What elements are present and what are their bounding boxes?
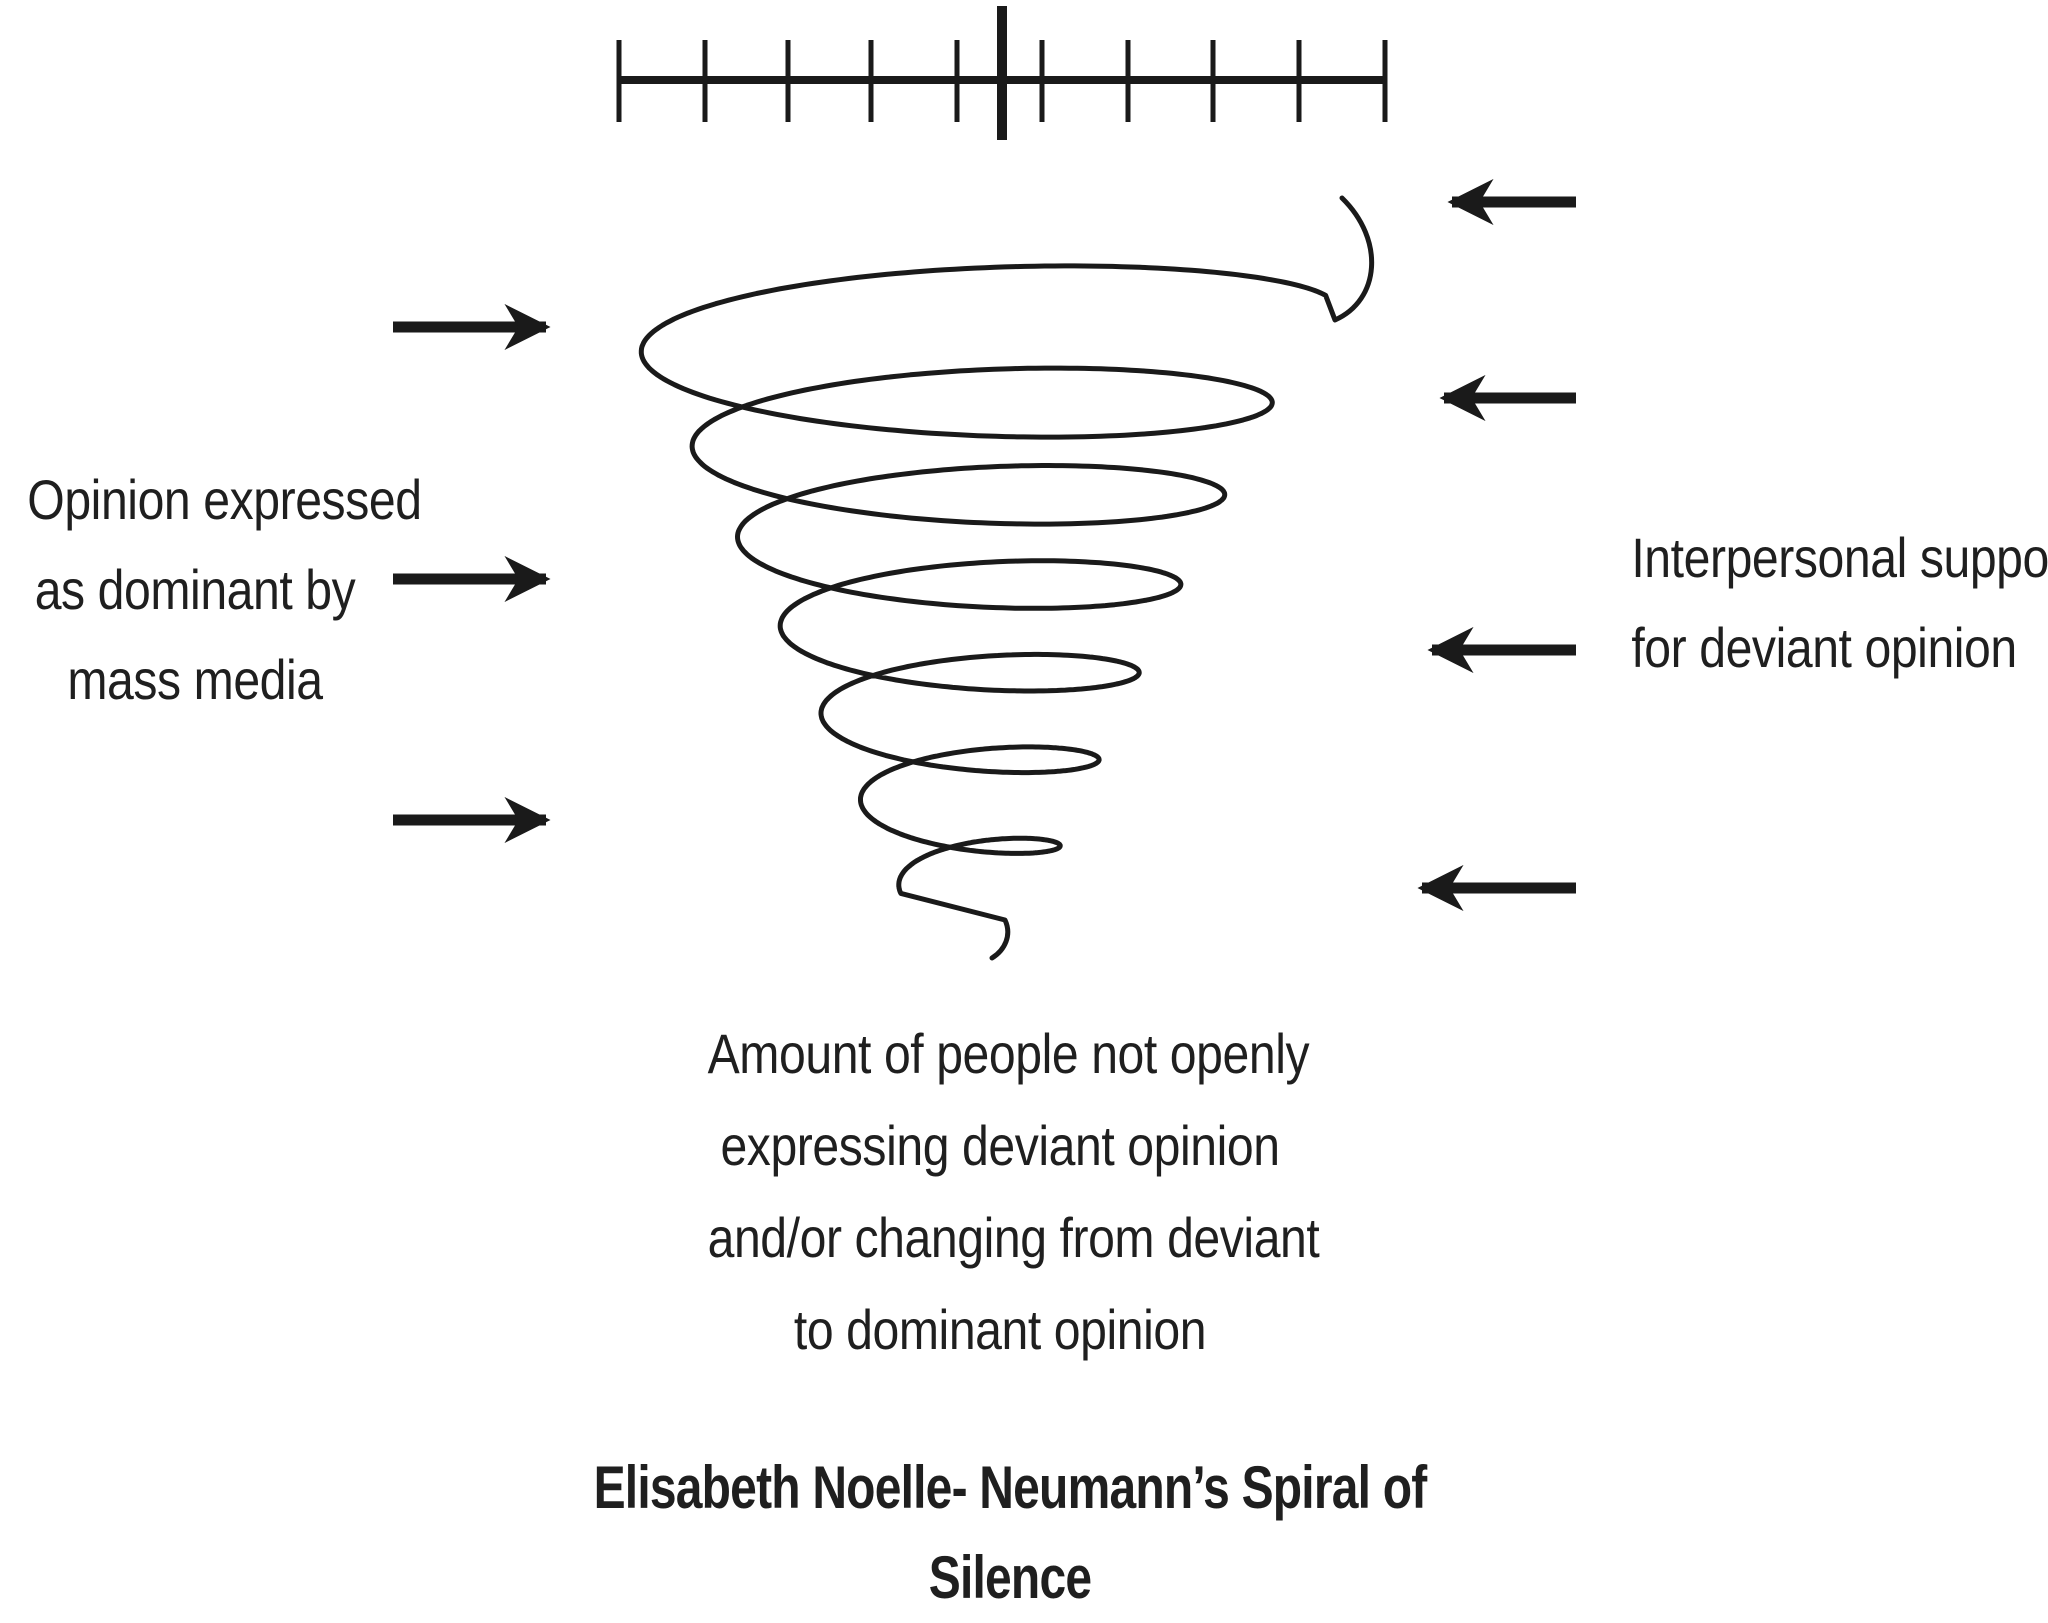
silent-people-label-line: and/or changing from deviant <box>707 1206 1320 1269</box>
diagram-title: Elisabeth Noelle- Neumann’s Spiral of Si… <box>593 1454 1428 1611</box>
silent-people-label-line: to dominant opinion <box>793 1298 1207 1361</box>
interpersonal-support-label: Interpersonal support for deviant opinio… <box>1631 513 2048 693</box>
silent-people-label: Amount of people not openly expressing d… <box>707 1008 1320 1376</box>
mass-media-label-line: Opinion expressed <box>27 468 422 531</box>
interpersonal-support-label-line: Interpersonal support <box>1631 526 2048 589</box>
opinion-scale-icon <box>616 6 1388 140</box>
left-arrows <box>393 303 551 844</box>
mass-media-label-line: as dominant by <box>34 558 356 621</box>
right-arrows <box>1417 178 1576 912</box>
mass-media-label: Opinion expressed as dominant by mass me… <box>27 455 422 725</box>
interpersonal-support-label-line: for deviant opinion <box>1631 616 2017 679</box>
silent-people-label-line: expressing deviant opinion <box>720 1114 1280 1177</box>
spiral-of-silence-diagram <box>393 6 1576 961</box>
mass-media-label-line: mass media <box>67 648 323 711</box>
silent-people-label-line: Amount of people not openly <box>707 1022 1310 1085</box>
scale-ticks <box>616 40 1388 122</box>
spiral-icon <box>638 195 1374 961</box>
